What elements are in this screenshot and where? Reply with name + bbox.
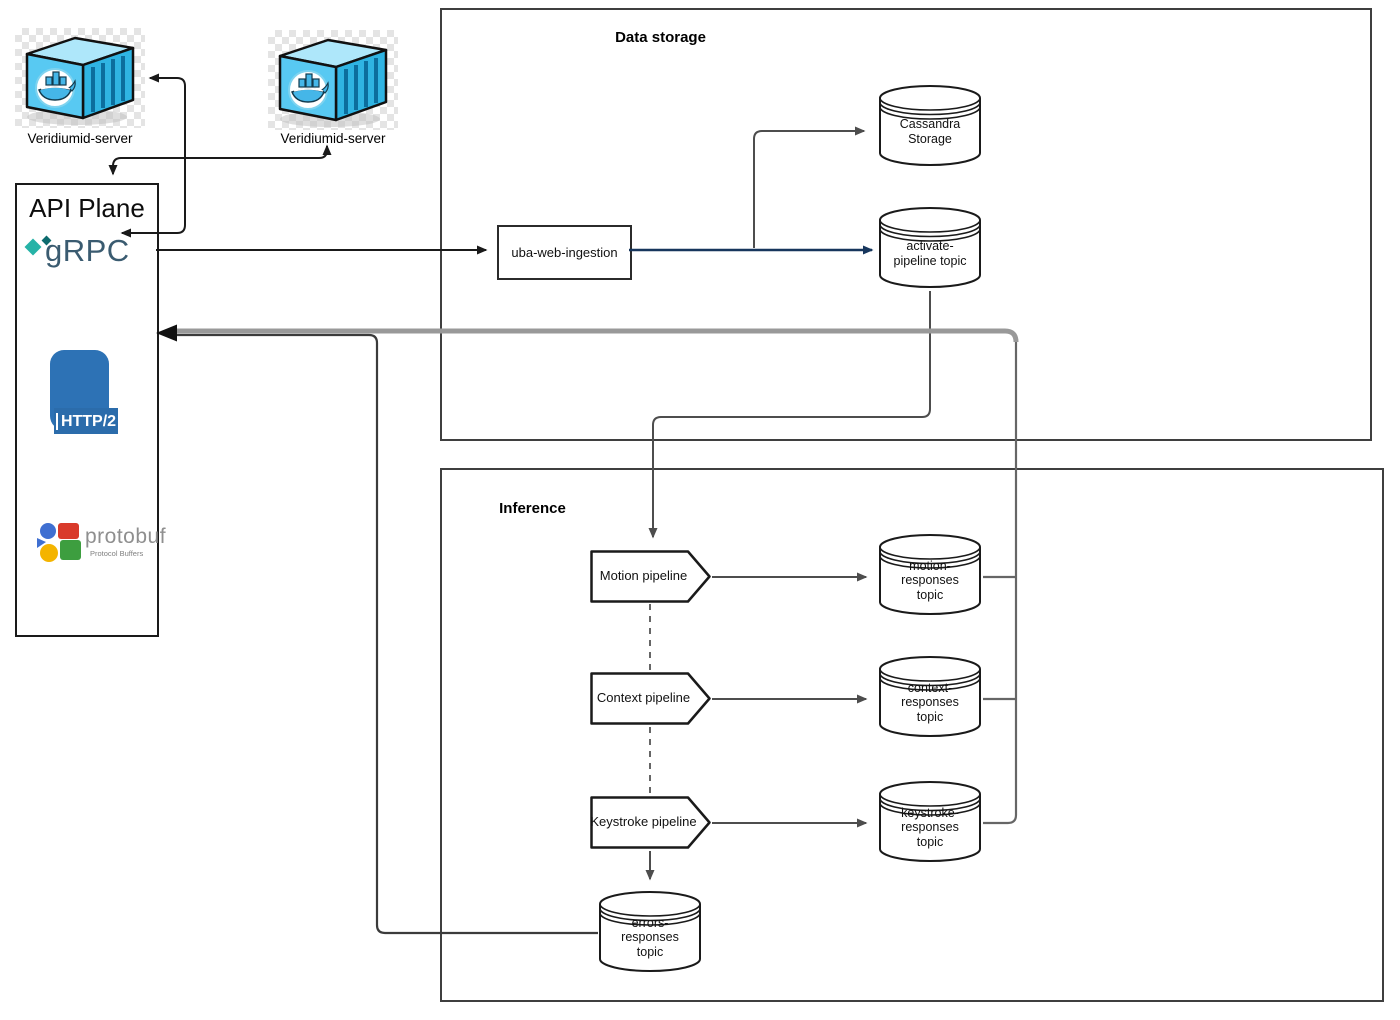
motion-pipeline-label: Motion pipeline <box>599 568 688 584</box>
http2-logo-text: HTTP/2 <box>55 412 116 430</box>
errors-responses-topic-label: errors- responses topic <box>621 915 679 959</box>
http2-logo-banner: HTTP/2 <box>54 408 118 434</box>
big-arrowhead <box>156 324 177 342</box>
errors-responses-topic-cylinder: errors- responses topic <box>598 890 702 973</box>
protobuf-logo-subtitle: Protocol Buffers <box>90 549 144 558</box>
api-plane-box: API Plane gRPC HTTP/2 protobuf Protocol … <box>15 183 166 637</box>
grpc-logo-text: gRPC <box>45 233 130 268</box>
motion-responses-topic-label: motion- responses topic <box>901 558 959 602</box>
context-pipeline-label: Context pipeline <box>596 690 691 706</box>
protobuf-logo-text: protobuf <box>85 525 167 548</box>
keystroke-responses-topic-cylinder: keystroke- responses topic <box>878 780 982 863</box>
motion-pipeline-node: Motion pipeline <box>590 550 711 603</box>
activate-pipeline-topic-label: activate- pipeline topic <box>893 239 967 268</box>
api-plane-title: API Plane <box>29 193 145 223</box>
docker-container-image-1 <box>15 28 145 128</box>
cassandra-storage-label: Cassandra Storage <box>899 117 961 146</box>
arrow-apiplane-container2 <box>108 144 332 176</box>
context-responses-topic-cylinder: context- responses topic <box>878 655 982 738</box>
protobuf-icon <box>37 523 81 562</box>
data-storage-title: Data storage <box>615 29 706 46</box>
motion-responses-topic-cylinder: motion- responses topic <box>878 533 982 616</box>
context-pipeline-node: Context pipeline <box>590 672 711 725</box>
keystroke-pipeline-node: Keystroke pipeline <box>590 796 711 849</box>
inference-title: Inference <box>499 500 566 517</box>
keystroke-responses-topic-label: keystroke- responses topic <box>901 805 959 849</box>
grpc-diamond-icon <box>24 238 42 256</box>
context-responses-topic-label: context- responses topic <box>901 680 959 724</box>
veridiumid-server-label-1: Veridiumid-server <box>27 131 133 146</box>
veridiumid-server-label-2: Veridiumid-server <box>280 131 386 146</box>
activate-pipeline-topic-cylinder: activate- pipeline topic <box>878 206 982 289</box>
keystroke-pipeline-label: Keystroke pipeline <box>590 814 697 830</box>
uba-web-ingestion-label: uba-web-ingestion <box>511 245 618 260</box>
docker-container-image-2 <box>268 30 398 130</box>
cassandra-storage-cylinder: Cassandra Storage <box>878 84 982 167</box>
uba-web-ingestion-node: uba-web-ingestion <box>497 225 632 280</box>
docker-container-icon <box>278 38 388 127</box>
docker-container-icon <box>25 36 135 125</box>
